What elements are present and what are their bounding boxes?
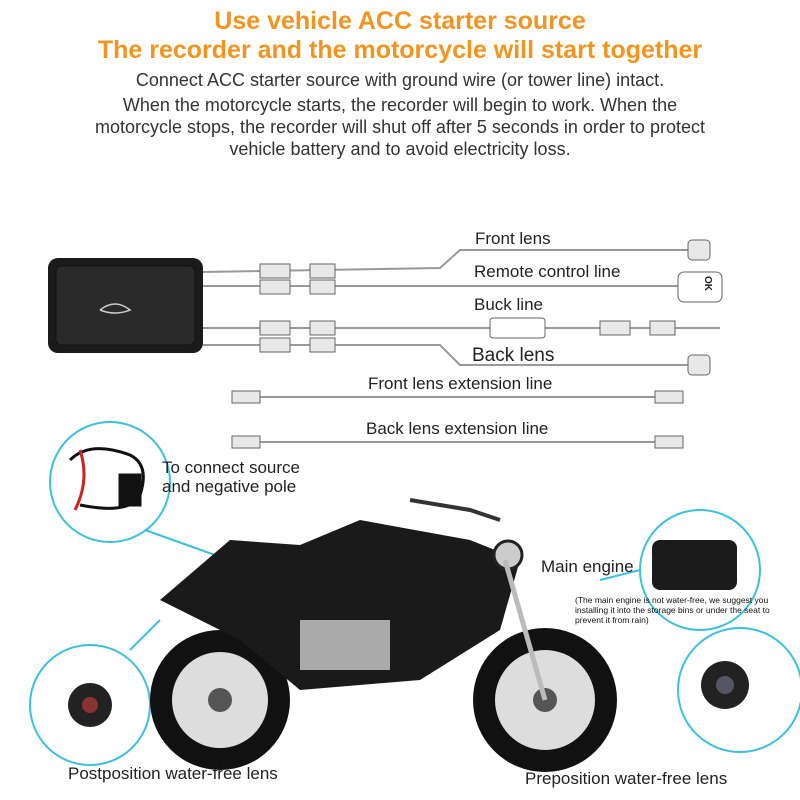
main-engine-note: (The main engine is not water-free, we s… <box>575 595 770 625</box>
callout-rings <box>29 421 800 766</box>
label-remote-control-line: Remote control line <box>474 262 621 281</box>
description-line-1: Connect ACC starter source with ground w… <box>135 70 665 90</box>
label-back-lens-extension: Back lens extension line <box>366 419 549 438</box>
label-rear-lens: Postposition water-free lens <box>68 764 278 783</box>
label-source-connection: To connect source and negative pole <box>162 458 300 496</box>
label-main-engine: Main engine <box>541 557 634 576</box>
label-back-lens: Back lens <box>472 345 555 366</box>
main-engine-unit <box>652 540 737 590</box>
remote-ok-button: OK <box>702 276 713 291</box>
label-front-lens-extension: Front lens extension line <box>368 374 553 393</box>
front-lens-image <box>701 661 749 709</box>
power-cable <box>68 447 145 511</box>
connectors <box>231 239 723 449</box>
label-front-lens-callout: Preposition water-free lens <box>525 769 728 788</box>
title-line-1: Use vehicle ACC starter source <box>214 7 586 35</box>
description-body: When the motorcycle starts, the recorder… <box>95 95 705 159</box>
label-buck-line: Buck line <box>474 295 543 314</box>
title-line-2: The recorder and the motorcycle will sta… <box>97 36 703 64</box>
recorder-unit <box>48 258 203 353</box>
motorcycle-image <box>150 498 617 772</box>
label-front-lens: Front lens <box>475 229 551 248</box>
rear-lens-image <box>68 683 112 727</box>
